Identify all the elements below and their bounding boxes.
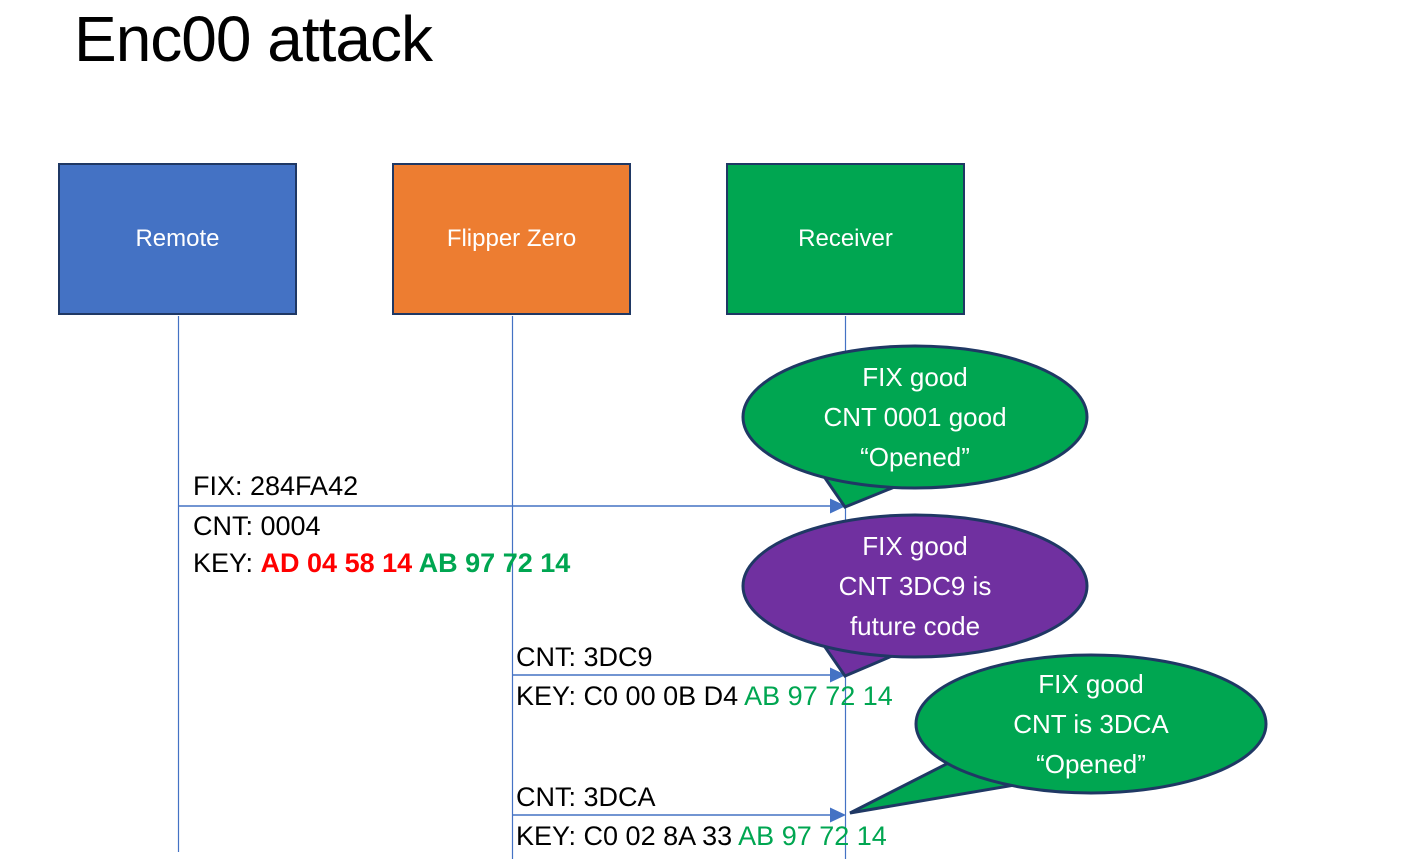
callout-3-text: FIX good CNT is 3DCA “Opened” <box>916 664 1266 784</box>
message-1-cnt-label: CNT: 0004 <box>193 511 321 541</box>
callout-2-text: FIX good CNT 3DC9 is future code <box>743 526 1087 646</box>
actor-label-remote: Remote <box>135 225 220 252</box>
message-2-key-green-bytes: AB 97 72 14 <box>744 681 893 711</box>
message-1-key-label: KEY: AD 04 58 14 AB 97 72 14 <box>193 547 570 579</box>
callout-1-line-3: “Opened” <box>860 442 970 472</box>
callout-2-bubble <box>741 513 1089 659</box>
message-3-key-label: KEY: C0 02 8A 33 AB 97 72 14 <box>516 820 887 852</box>
callout-3-line-1: FIX good <box>1038 669 1144 699</box>
slide-title: Enc00 attack <box>74 3 433 75</box>
message-3-key-prefix: KEY: C0 02 8A 33 <box>516 821 739 851</box>
message-1-key-prefix: KEY: <box>193 548 261 578</box>
callout-3-line-2: CNT is 3DCA <box>1013 709 1169 739</box>
message-1-key-red-bytes: AD 04 58 14 <box>260 548 419 578</box>
message-3-cnt-label: CNT: 3DCA <box>516 782 656 812</box>
actor-box-remote: Remote <box>58 163 297 315</box>
message-2-cnt-label: CNT: 3DC9 <box>516 642 653 672</box>
message-arrow-1-head-icon <box>830 498 846 514</box>
message-arrow-3-head-icon <box>830 807 846 823</box>
callout-1-line-1: FIX good <box>862 362 968 392</box>
callout-1-text: FIX good CNT 0001 good “Opened” <box>743 357 1087 477</box>
callout-3-line-3: “Opened” <box>1036 749 1146 779</box>
callout-1-bubble <box>741 344 1089 490</box>
message-2-key-prefix: KEY: C0 00 0B D4 <box>516 681 745 711</box>
actor-box-flipper-zero: Flipper Zero <box>392 163 631 315</box>
callout-1-line-2: CNT 0001 good <box>823 402 1007 432</box>
actor-label-flipper-zero: Flipper Zero <box>446 225 577 252</box>
message-2-key-label: KEY: C0 00 0B D4 AB 97 72 14 <box>516 680 893 712</box>
callout-2-line-3: future code <box>849 611 981 641</box>
message-1-fix-label: FIX: 284FA42 <box>193 471 359 501</box>
message-arrow-2-head-icon <box>830 667 846 683</box>
callout-2-line-1: FIX good <box>862 531 968 561</box>
callout-3-bubble <box>914 653 1268 795</box>
callout-2-line-2: CNT 3DC9 is <box>838 571 992 601</box>
actor-box-receiver: Receiver <box>726 163 965 315</box>
message-1-key-green-bytes: AB 97 72 14 <box>418 548 571 578</box>
actor-label-receiver: Receiver <box>798 225 893 252</box>
message-3-key-green-bytes: AB 97 72 14 <box>738 821 887 851</box>
